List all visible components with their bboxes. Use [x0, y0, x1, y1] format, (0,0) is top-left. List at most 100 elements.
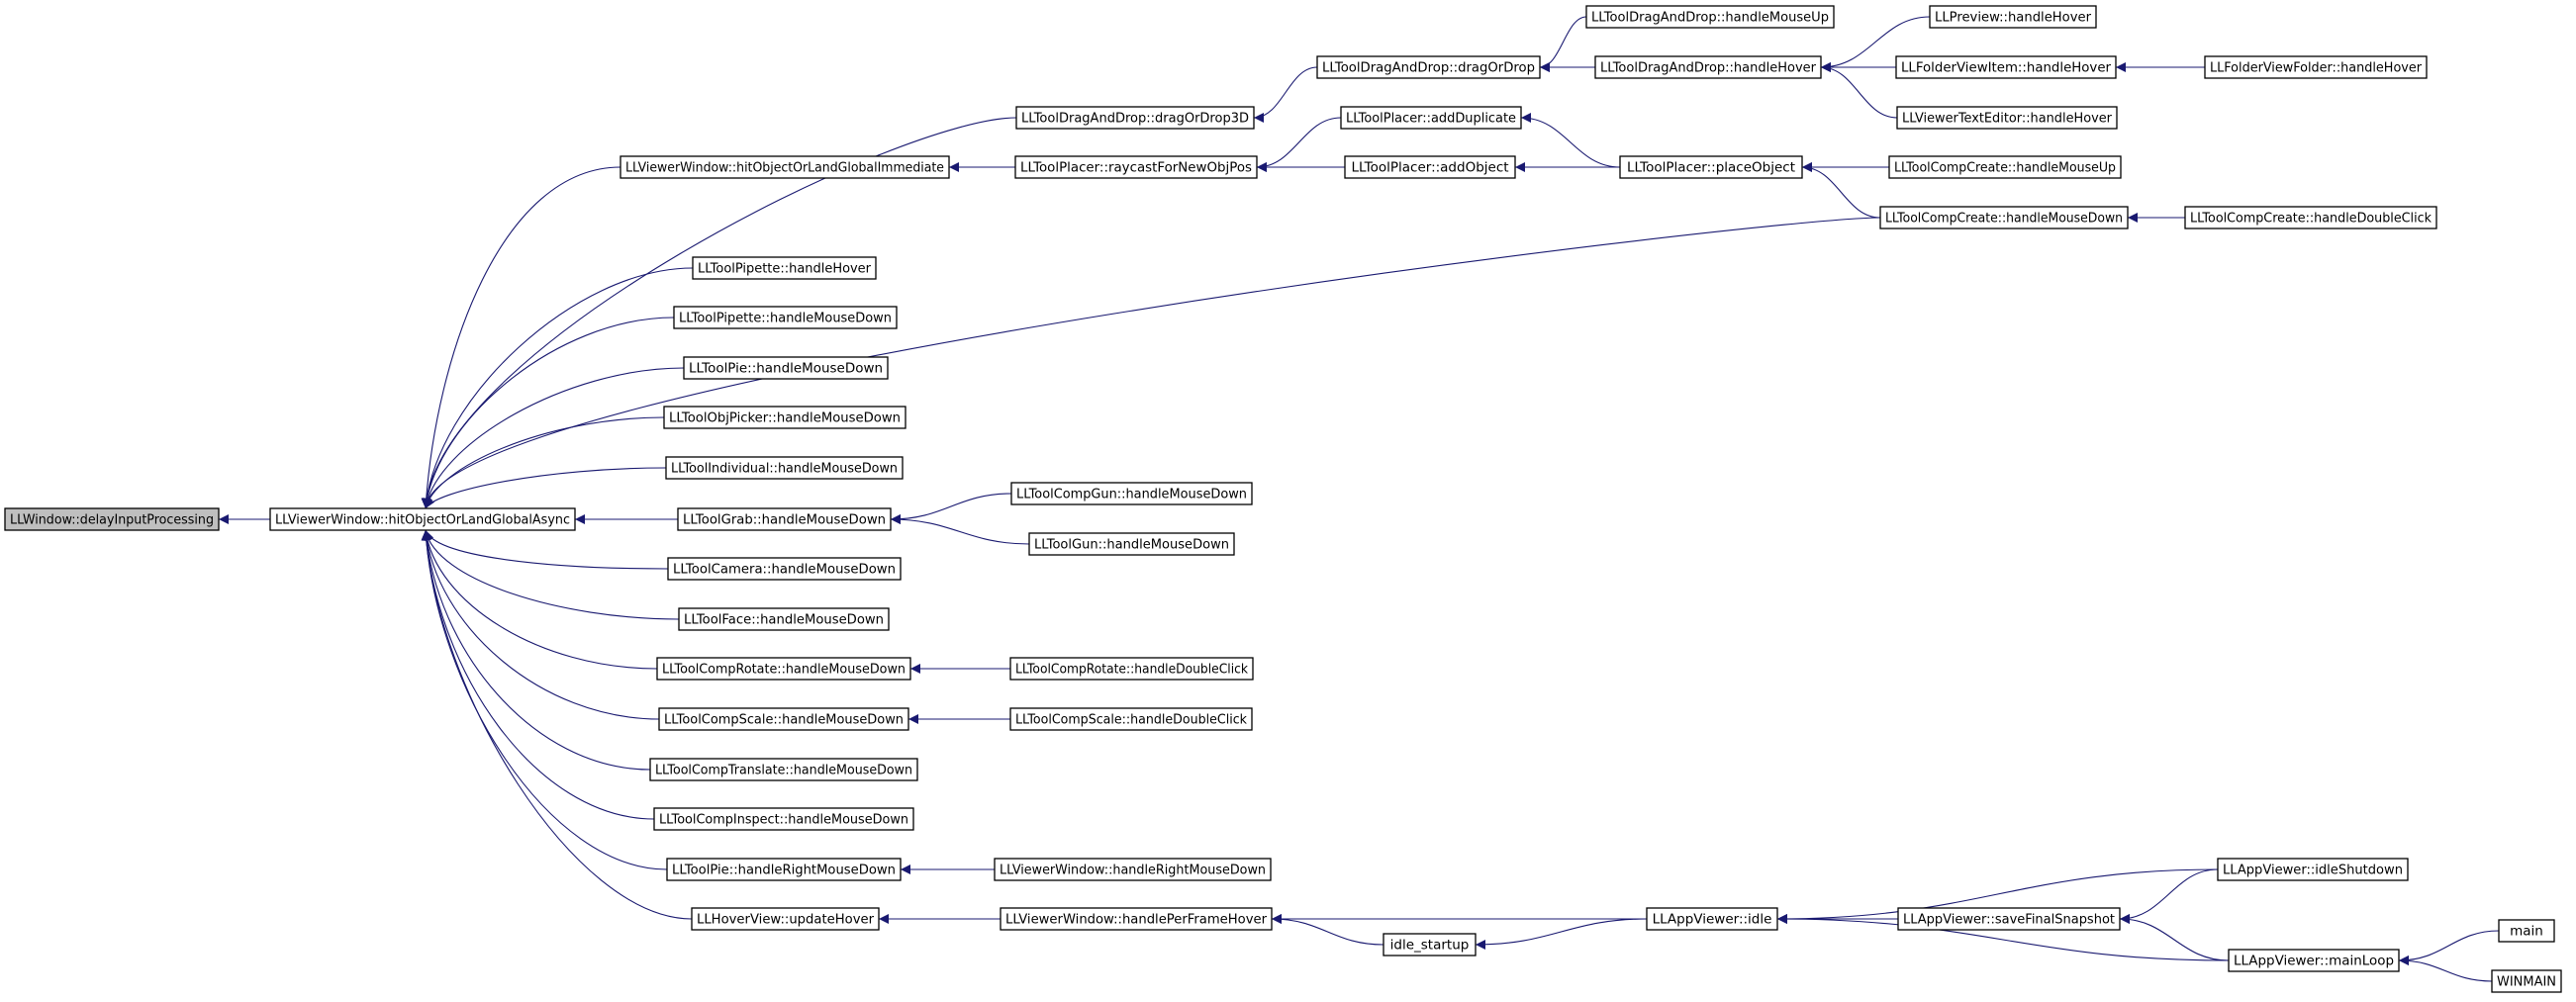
graph-node[interactable]: LLToolCompGun::handleMouseDown — [1010, 482, 1253, 505]
node-box[interactable] — [653, 807, 914, 831]
node-box[interactable] — [1888, 155, 2122, 179]
graph-node[interactable]: LLToolCompRotate::handleMouseDown — [656, 657, 911, 681]
graph-node[interactable]: LLToolCamera::handleMouseDown — [667, 557, 902, 581]
graph-node[interactable]: LLToolPie::handleRightMouseDown — [666, 858, 902, 881]
edge-n4-to-n3 — [1253, 66, 1318, 123]
graph-node[interactable]: LLToolPlacer::raycastForNewObjPos — [1014, 155, 1258, 179]
graph-node[interactable]: LLToolCompInspect::handleMouseDown — [653, 807, 914, 831]
graph-node[interactable]: LLAppViewer::idleShutdown — [2217, 858, 2409, 881]
graph-node[interactable]: LLToolDragAndDrop::dragOrDrop — [1316, 55, 1541, 79]
node-box[interactable] — [2184, 206, 2437, 229]
node-box[interactable] — [1897, 907, 2121, 931]
graph-node[interactable]: LLToolPlacer::placeObject — [1619, 155, 1803, 179]
node-box[interactable] — [1383, 933, 1477, 956]
node-box[interactable] — [683, 356, 889, 380]
graph-node[interactable]: LLViewerTextEditor::handleHover — [1896, 106, 2118, 130]
node-box[interactable] — [677, 507, 892, 531]
graph-node[interactable]: LLHoverView::updateHover — [691, 907, 880, 931]
node-box[interactable] — [1028, 532, 1235, 556]
node-box[interactable] — [1879, 206, 2129, 229]
graph-node[interactable]: LLToolCompRotate::handleDoubleClick — [1009, 657, 1254, 681]
node-box[interactable] — [2491, 969, 2562, 993]
node-box[interactable] — [1340, 106, 1522, 130]
node-box[interactable] — [1585, 5, 1835, 29]
graph-node[interactable]: LLToolPipette::handleMouseDown — [673, 306, 898, 329]
graph-node[interactable]: LLAppViewer::idle — [1646, 907, 1778, 931]
graph-node[interactable]: LLViewerWindow::handleRightMouseDown — [994, 858, 1272, 881]
graph-node[interactable]: LLViewerWindow::hitObjectOrLandGlobalImm… — [620, 155, 950, 179]
graph-node[interactable]: idle_startup — [1383, 933, 1477, 956]
graph-node[interactable]: LLToolCompTranslate::handleMouseDown — [649, 758, 918, 781]
node-box[interactable] — [656, 657, 911, 681]
node-box[interactable] — [620, 155, 950, 179]
node-box[interactable] — [1015, 106, 1255, 130]
graph-node[interactable]: LLToolIndividual::handleMouseDown — [665, 456, 904, 480]
graph-node[interactable]: LLToolCompCreate::handleDoubleClick — [2184, 206, 2437, 229]
node-box[interactable] — [1896, 106, 2118, 130]
graph-node[interactable]: LLPreview::handleHover — [1929, 5, 2097, 29]
edge-n16-to-n1 — [421, 217, 1881, 509]
node-box[interactable] — [649, 758, 918, 781]
node-label: LLToolCamera::handleMouseDown — [673, 562, 896, 578]
node-box[interactable] — [1009, 707, 1253, 731]
graph-node[interactable]: LLAppViewer::mainLoop — [2228, 949, 2400, 972]
node-box[interactable] — [1009, 657, 1254, 681]
node-box[interactable] — [1619, 155, 1803, 179]
node-box[interactable] — [692, 256, 877, 280]
graph-node[interactable]: LLToolGrab::handleMouseDown — [677, 507, 892, 531]
graph-node[interactable]: LLToolDragAndDrop::handleHover — [1594, 55, 1822, 79]
node-label: LLAppViewer::idle — [1653, 912, 1772, 928]
graph-node[interactable]: LLFolderViewFolder::handleHover — [2204, 55, 2428, 79]
node-box[interactable] — [665, 456, 904, 480]
node-box[interactable] — [1929, 5, 2097, 29]
graph-node[interactable]: LLViewerWindow::hitObjectOrLandGlobalAsy… — [269, 507, 576, 531]
node-box[interactable] — [1014, 155, 1258, 179]
node-box[interactable] — [4, 507, 220, 531]
graph-node[interactable]: LLToolCompCreate::handleMouseUp — [1888, 155, 2122, 179]
node-box[interactable] — [678, 607, 890, 631]
graph-node[interactable]: LLAppViewer::saveFinalSnapshot — [1897, 907, 2121, 931]
graph-node[interactable]: LLViewerWindow::handlePerFrameHover — [1000, 907, 1273, 931]
node-label: LLPreview::handleHover — [1935, 10, 2091, 26]
graph-node[interactable]: LLToolPlacer::addObject — [1344, 155, 1516, 179]
node-box[interactable] — [691, 907, 880, 931]
node-box[interactable] — [1344, 155, 1516, 179]
graph-node[interactable]: LLToolDragAndDrop::dragOrDrop3D — [1015, 106, 1255, 130]
node-box[interactable] — [663, 406, 906, 429]
node-label: LLAppViewer::saveFinalSnapshot — [1903, 912, 2115, 928]
graph-node[interactable]: LLToolPipette::handleHover — [692, 256, 877, 280]
node-box[interactable] — [1000, 907, 1273, 931]
graph-node[interactable]: LLToolObjPicker::handleMouseDown — [663, 406, 906, 429]
node-box[interactable] — [666, 858, 902, 881]
graph-node[interactable]: main — [2498, 919, 2555, 943]
node-box[interactable] — [269, 507, 576, 531]
node-box[interactable] — [1594, 55, 1822, 79]
node-box[interactable] — [2228, 949, 2400, 972]
graph-node[interactable]: LLToolFace::handleMouseDown — [678, 607, 890, 631]
node-box[interactable] — [2217, 858, 2409, 881]
node-box[interactable] — [1010, 482, 1253, 505]
node-box[interactable] — [994, 858, 1272, 881]
node-label: LLToolPlacer::raycastForNewObjPos — [1020, 160, 1252, 176]
graph-node[interactable]: LLToolGun::handleMouseDown — [1028, 532, 1235, 556]
graph-node[interactable]: LLToolCompCreate::handleMouseDown — [1879, 206, 2129, 229]
graph-node[interactable]: WINMAIN — [2491, 969, 2562, 993]
node-box[interactable] — [667, 557, 902, 581]
node-box[interactable] — [2498, 919, 2555, 943]
node-box[interactable] — [1895, 55, 2117, 79]
graph-node[interactable]: LLFolderViewItem::handleHover — [1895, 55, 2117, 79]
graph-node[interactable]: LLToolPlacer::addDuplicate — [1340, 106, 1522, 130]
graph-node[interactable]: LLToolDragAndDrop::handleMouseUp — [1585, 5, 1835, 29]
node-box[interactable] — [1316, 55, 1541, 79]
graph-node[interactable]: LLToolCompScale::handleMouseDown — [658, 707, 909, 731]
node-box[interactable] — [673, 306, 898, 329]
node-box[interactable] — [1646, 907, 1778, 931]
root-node[interactable]: LLWindow::delayInputProcessing — [4, 507, 220, 531]
graph-node[interactable]: LLToolPie::handleMouseDown — [683, 356, 889, 380]
node-box[interactable] — [658, 707, 909, 731]
edge-n5-to-n4 — [1539, 16, 1587, 72]
node-box[interactable] — [2204, 55, 2428, 79]
graph-node[interactable]: LLToolCompScale::handleDoubleClick — [1009, 707, 1253, 731]
node-label: LLFolderViewFolder::handleHover — [2210, 60, 2422, 76]
